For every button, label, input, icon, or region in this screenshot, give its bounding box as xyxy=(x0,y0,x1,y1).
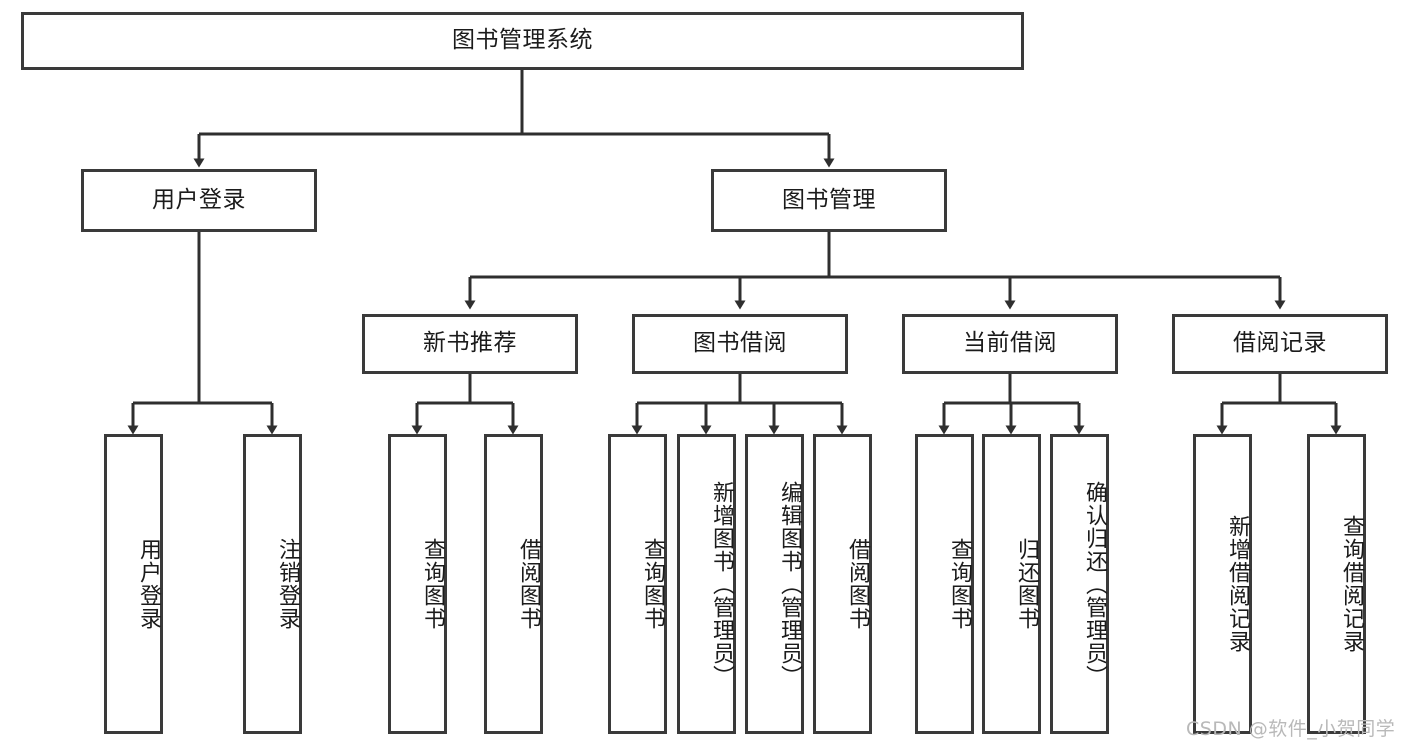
leaf-user-login[interactable]: 用户登录 xyxy=(104,434,163,734)
node-label: 借阅图书 xyxy=(845,538,870,630)
node-label: 归还图书 xyxy=(1014,538,1039,630)
node-label: 新书推荐 xyxy=(423,330,517,357)
leaf-borrow-book-recommend[interactable]: 借阅图书 xyxy=(484,434,543,734)
leaf-add-borrow-record[interactable]: 新增借阅记录 xyxy=(1193,434,1252,734)
leaf-query-borrow-record[interactable]: 查询借阅记录 xyxy=(1307,434,1366,734)
watermark: CSDN @软件_小贺同学 xyxy=(1186,718,1396,740)
node-label: 编辑图书（管理员） xyxy=(777,480,802,688)
leaf-query-book-recommend[interactable]: 查询图书 xyxy=(388,434,447,734)
node-label: 查询图书 xyxy=(640,538,665,630)
node-label: 图书借阅 xyxy=(693,330,787,357)
leaf-query-book-borrow[interactable]: 查询图书 xyxy=(608,434,667,734)
node-label: 借阅记录 xyxy=(1233,330,1327,357)
node-label: 查询借阅记录 xyxy=(1339,515,1364,653)
node-label: 图书管理 xyxy=(782,186,876,213)
leaf-query-book-current[interactable]: 查询图书 xyxy=(915,434,974,734)
node-label: 新增借阅记录 xyxy=(1225,515,1250,653)
node-borrow-record[interactable]: 借阅记录 xyxy=(1172,314,1388,374)
node-label: 查询图书 xyxy=(947,538,972,630)
node-label: 用户登录 xyxy=(152,186,246,213)
leaf-return-book[interactable]: 归还图书 xyxy=(982,434,1041,734)
leaf-add-book-admin[interactable]: 新增图书（管理员） xyxy=(677,434,736,734)
node-label: 查询图书 xyxy=(420,538,445,630)
node-label: 当前借阅 xyxy=(963,330,1057,357)
node-new-book-recommend[interactable]: 新书推荐 xyxy=(362,314,578,374)
node-label: 确认归还（管理员） xyxy=(1082,480,1107,688)
leaf-borrow-book[interactable]: 借阅图书 xyxy=(813,434,872,734)
node-label: 图书管理系统 xyxy=(452,27,593,54)
leaf-logout-login[interactable]: 注销登录 xyxy=(243,434,302,734)
leaf-confirm-return-admin[interactable]: 确认归还（管理员） xyxy=(1050,434,1109,734)
node-user-login[interactable]: 用户登录 xyxy=(81,169,317,232)
node-label: 借阅图书 xyxy=(516,538,541,630)
node-label: 注销登录 xyxy=(275,538,300,630)
node-current-borrow[interactable]: 当前借阅 xyxy=(902,314,1118,374)
node-label: 用户登录 xyxy=(136,538,161,630)
leaf-edit-book-admin[interactable]: 编辑图书（管理员） xyxy=(745,434,804,734)
node-book-management[interactable]: 图书管理 xyxy=(711,169,947,232)
node-book-borrow[interactable]: 图书借阅 xyxy=(632,314,848,374)
node-label: 新增图书（管理员） xyxy=(709,480,734,688)
node-root-book-management-system[interactable]: 图书管理系统 xyxy=(21,12,1024,70)
